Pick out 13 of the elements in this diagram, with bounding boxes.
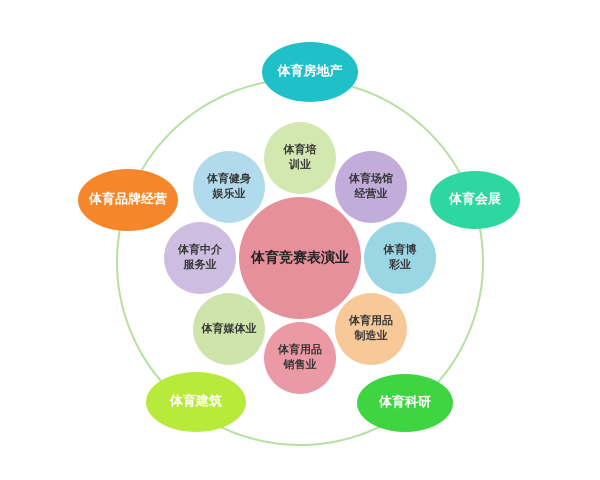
category-circle: 体育场馆经营业 [335, 151, 407, 223]
category-circle: 体育博彩业 [364, 222, 436, 294]
category-ellipse: 体育建筑 [146, 372, 246, 432]
category-circle: 体育健身娱乐业 [193, 151, 265, 223]
category-circle: 体育用品销售业 [264, 322, 336, 394]
category-ellipse: 体育会展 [430, 171, 520, 229]
category-circle: 体育培训业 [264, 122, 336, 194]
category-circle: 体育中介服务业 [164, 222, 236, 294]
category-ellipse: 体育科研 [357, 374, 453, 432]
category-circle: 体育媒体业 [193, 293, 265, 365]
category-ellipse: 体育房地产 [262, 42, 358, 102]
category-circle: 体育用品制造业 [335, 293, 407, 365]
category-ellipse: 体育品牌经营 [78, 169, 178, 231]
